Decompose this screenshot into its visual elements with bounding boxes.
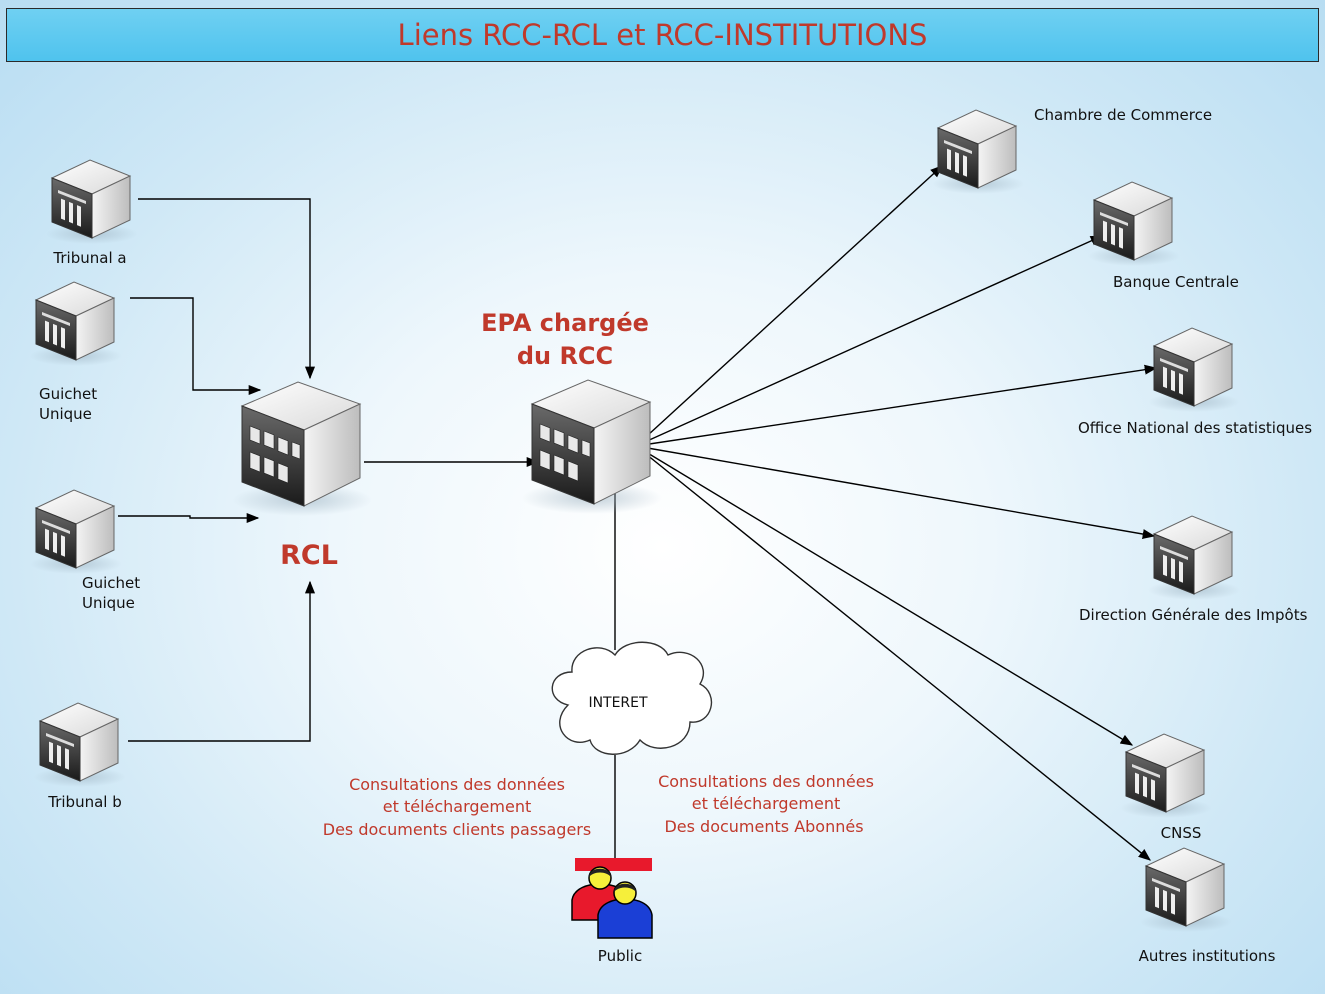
rcl-label: RCL — [280, 540, 338, 571]
banque-building-icon — [1087, 181, 1181, 267]
edge-guichet-2-rcl — [118, 512, 260, 524]
internet-label: INTERET — [588, 695, 648, 711]
edge-guichet-1-rcl — [130, 297, 262, 396]
epa-label-line2: du RCC — [517, 342, 613, 370]
edge-epa-ons — [634, 364, 1158, 450]
guichet-1-building-icon — [29, 281, 123, 367]
guichet-2-label-line2: Unique — [82, 594, 135, 612]
epa-label-line1: EPA chargée — [481, 309, 649, 337]
institution-label-banque: Banque Centrale — [1113, 273, 1239, 291]
consultations-right-line3: Des documents Abonnés — [664, 817, 863, 836]
consultations-left-line1: Consultations des données — [349, 775, 565, 794]
guichet-2-label-line1: Guichet — [82, 574, 140, 592]
consultations-right-line2: et téléchargement — [692, 794, 841, 813]
tribunal-a-building-icon — [45, 159, 139, 245]
edge-tribunal-b-rcl — [128, 580, 316, 742]
tribunal-b-label: Tribunal b — [47, 793, 121, 811]
edge-epa-chambre — [635, 165, 943, 447]
ons-building-icon — [1147, 327, 1241, 413]
institution-label-dgi: Direction Générale des Impôts — [1079, 606, 1308, 624]
autres-building-icon — [1139, 847, 1233, 933]
consultations-left-line2: et téléchargement — [383, 797, 532, 816]
guichet-1-label-line2: Unique — [39, 405, 92, 423]
consultations-right-line1: Consultations des données — [658, 772, 874, 791]
institution-label-ons: Office National des statistiques — [1078, 419, 1312, 437]
rcl-server-icon — [231, 381, 373, 517]
institution-label-chambre: Chambre de Commerce — [1034, 106, 1212, 124]
cnss-building-icon — [1119, 733, 1213, 819]
edge-epa-banque — [634, 235, 1104, 447]
institution-label-cnss: CNSS — [1161, 824, 1202, 842]
edge-epa-dgi — [634, 442, 1156, 540]
tribunal-a-label: Tribunal a — [52, 249, 126, 267]
public-label: Public — [598, 947, 642, 965]
edge-tribunal-a-rcl — [138, 198, 316, 380]
public-users-icon — [571, 858, 653, 939]
tribunal-b-building-icon — [33, 702, 127, 788]
chambre-building-icon — [931, 109, 1025, 195]
guichet-1-label-line1: Guichet — [39, 385, 97, 403]
dgi-building-icon — [1147, 515, 1241, 601]
title-bar: Liens RCC-RCL et RCC-INSTITUTIONS — [6, 8, 1319, 62]
guichet-2-building-icon — [29, 489, 123, 575]
epa-server-icon — [521, 379, 663, 515]
diagram-title: Liens RCC-RCL et RCC-INSTITUTIONS — [397, 18, 928, 52]
institution-label-autres: Autres institutions — [1139, 947, 1276, 965]
edge-epa-autres — [635, 445, 1151, 861]
consultations-left-line3: Des documents clients passagers — [323, 820, 591, 839]
internet-cloud-icon — [551, 641, 713, 755]
